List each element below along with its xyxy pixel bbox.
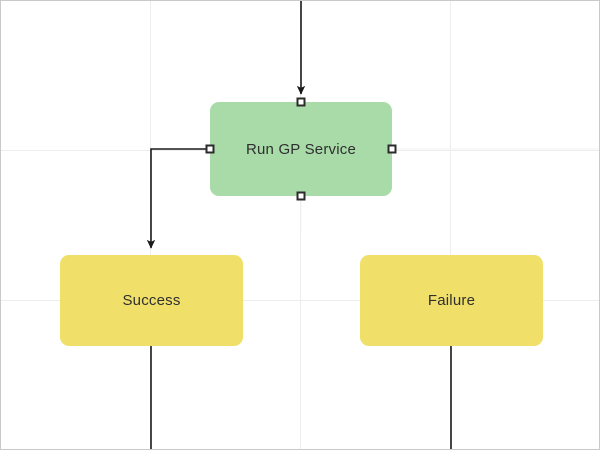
port-left-handle[interactable] bbox=[205, 144, 215, 154]
edge-run-gp-service-to-success[interactable] bbox=[146, 148, 207, 249]
node-label-run-gp-service: Run GP Service bbox=[245, 140, 357, 158]
port-bottom-handle[interactable] bbox=[296, 191, 306, 201]
port-top-handle[interactable] bbox=[296, 97, 306, 107]
node-run-gp-service[interactable]: Run GP Service bbox=[205, 97, 397, 201]
port-right-handle[interactable] bbox=[387, 144, 397, 154]
node-label-failure: Failure bbox=[427, 292, 476, 309]
node-failure[interactable]: Failure bbox=[360, 255, 543, 346]
node-success[interactable]: Success bbox=[60, 255, 243, 346]
node-label-success: Success bbox=[122, 292, 181, 309]
